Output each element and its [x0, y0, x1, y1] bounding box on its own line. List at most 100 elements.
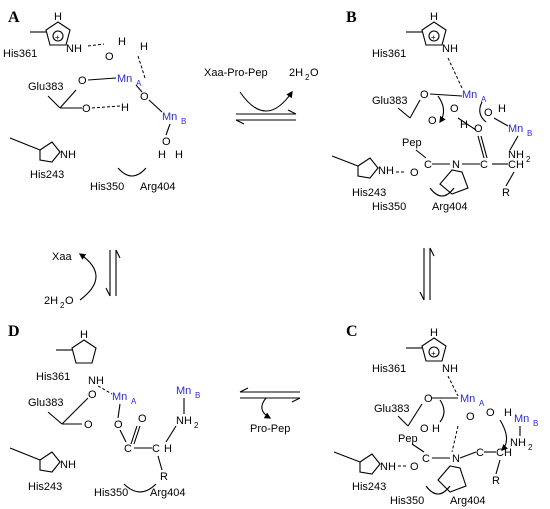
svg-text:NH: NH: [508, 149, 524, 161]
svg-text:O: O: [428, 115, 437, 127]
svg-text:O: O: [410, 461, 419, 473]
svg-text:Pep: Pep: [398, 433, 418, 445]
svg-text:CH: CH: [508, 159, 524, 171]
svg-text:2: 2: [194, 421, 199, 430]
svg-text:Pro-Pep: Pro-Pep: [250, 423, 290, 435]
panel-d: H NH His361 Glu383 O O Mn A O C O C H R …: [9, 329, 200, 499]
panel-label-a: A: [8, 9, 20, 26]
svg-text:C: C: [152, 443, 160, 455]
svg-text:B: B: [533, 419, 538, 428]
imidazole-ring-his361: [421, 337, 447, 362]
panel-label-b: B: [346, 9, 357, 26]
svg-text:O: O: [88, 389, 97, 401]
panel-label-c: C: [346, 323, 358, 340]
svg-text:A: A: [136, 79, 142, 88]
svg-text:H: H: [430, 327, 438, 339]
residue-glu383: Glu383: [28, 397, 63, 409]
residue-his361: His361: [372, 48, 406, 60]
residue-his350: His350: [390, 495, 424, 507]
svg-text:O: O: [474, 123, 483, 135]
svg-text:O: O: [114, 419, 123, 431]
panel-c: + H NH His361 Glu383 O O H Mn A O O H Mn…: [333, 327, 538, 507]
svg-text:O: O: [420, 423, 429, 435]
svg-text:O: O: [466, 411, 475, 423]
svg-text:NH: NH: [442, 363, 458, 375]
svg-text:O: O: [82, 103, 91, 115]
svg-text:+: +: [431, 349, 436, 358]
svg-text:H: H: [432, 423, 440, 435]
arrow-c-to-d: Pro-Pep: [239, 387, 301, 435]
svg-text:O: O: [486, 407, 495, 419]
residue-his361: His361: [3, 48, 37, 60]
svg-text:NH: NH: [378, 165, 394, 177]
svg-text:O: O: [410, 167, 419, 179]
svg-text:+: +: [431, 33, 436, 42]
arrow-b-to-c: [419, 247, 435, 301]
svg-text:B: B: [527, 129, 532, 138]
svg-text:C: C: [424, 159, 432, 171]
imidazole-ring-his243: [39, 141, 61, 163]
svg-text:C: C: [480, 159, 488, 171]
residue-his350: His350: [94, 487, 128, 499]
panel-a: + H NH His361 H O H Glu383 O O Mn A H O …: [3, 11, 186, 193]
svg-text:O: O: [484, 107, 493, 119]
svg-text:O: O: [138, 413, 147, 425]
mn-b-label: Mn: [162, 111, 177, 123]
svg-text:Pep: Pep: [402, 137, 422, 149]
mn-b-label: Mn: [514, 413, 529, 425]
svg-text:NH: NH: [510, 437, 526, 449]
svg-text:2: 2: [60, 301, 65, 310]
residue-his243: His243: [30, 169, 64, 181]
svg-text:O: O: [78, 75, 87, 87]
svg-text:H: H: [121, 102, 129, 114]
svg-text:O: O: [424, 393, 433, 405]
residue-glu383: Glu383: [374, 403, 409, 415]
svg-text:Xaa: Xaa: [52, 251, 72, 263]
svg-text:C: C: [476, 447, 484, 459]
svg-text:H: H: [54, 11, 62, 23]
svg-text:A: A: [479, 399, 485, 408]
imidazole-ring-his361: [71, 339, 97, 364]
residue-his243: His243: [352, 187, 386, 199]
svg-text:O: O: [84, 419, 93, 431]
imidazole-ring-his243: [39, 451, 61, 473]
svg-text:NH: NH: [442, 43, 458, 55]
svg-text:2H: 2H: [289, 67, 303, 79]
svg-text:R: R: [160, 471, 168, 483]
svg-text:B: B: [181, 117, 186, 126]
svg-text:NH: NH: [88, 375, 104, 387]
imidazole-ring-his361: [421, 21, 447, 46]
residue-glu383: Glu383: [372, 95, 407, 107]
svg-text:+: +: [55, 33, 60, 42]
svg-text:H: H: [140, 41, 148, 53]
svg-text:H: H: [430, 11, 438, 23]
svg-text:2: 2: [305, 73, 310, 82]
svg-text:H: H: [164, 443, 172, 455]
mn-a-label: Mn: [112, 391, 127, 403]
svg-text:NH: NH: [380, 461, 396, 473]
residue-arg404: Arg404: [140, 181, 175, 193]
svg-text:R: R: [502, 187, 510, 199]
svg-text:H: H: [158, 149, 166, 161]
residue-his350: His350: [372, 201, 406, 213]
mn-a-label: Mn: [117, 73, 132, 85]
svg-text:R: R: [492, 475, 500, 487]
svg-text:2: 2: [528, 443, 533, 452]
svg-text:A: A: [131, 397, 137, 406]
residue-his243: His243: [28, 481, 62, 493]
svg-text:NH: NH: [176, 415, 192, 427]
svg-text:B: B: [195, 391, 200, 400]
svg-text:N: N: [452, 453, 460, 465]
residue-arg404: Arg404: [432, 201, 467, 213]
svg-text:N: N: [452, 159, 460, 171]
svg-text:C: C: [422, 453, 430, 465]
mn-a-label: Mn: [460, 393, 475, 405]
imidazole-ring-his243: [359, 453, 381, 475]
panel-b: + H NH His361 Glu383 O O Mn A O H O H Mn…: [331, 11, 532, 213]
svg-text:A: A: [481, 95, 487, 104]
residue-his243: His243: [352, 481, 386, 493]
svg-text:O: O: [420, 89, 429, 101]
arrow-a-to-b: Xaa-Pro-Pep 2H 2 O: [204, 67, 319, 125]
residue-glu383: Glu383: [28, 81, 63, 93]
